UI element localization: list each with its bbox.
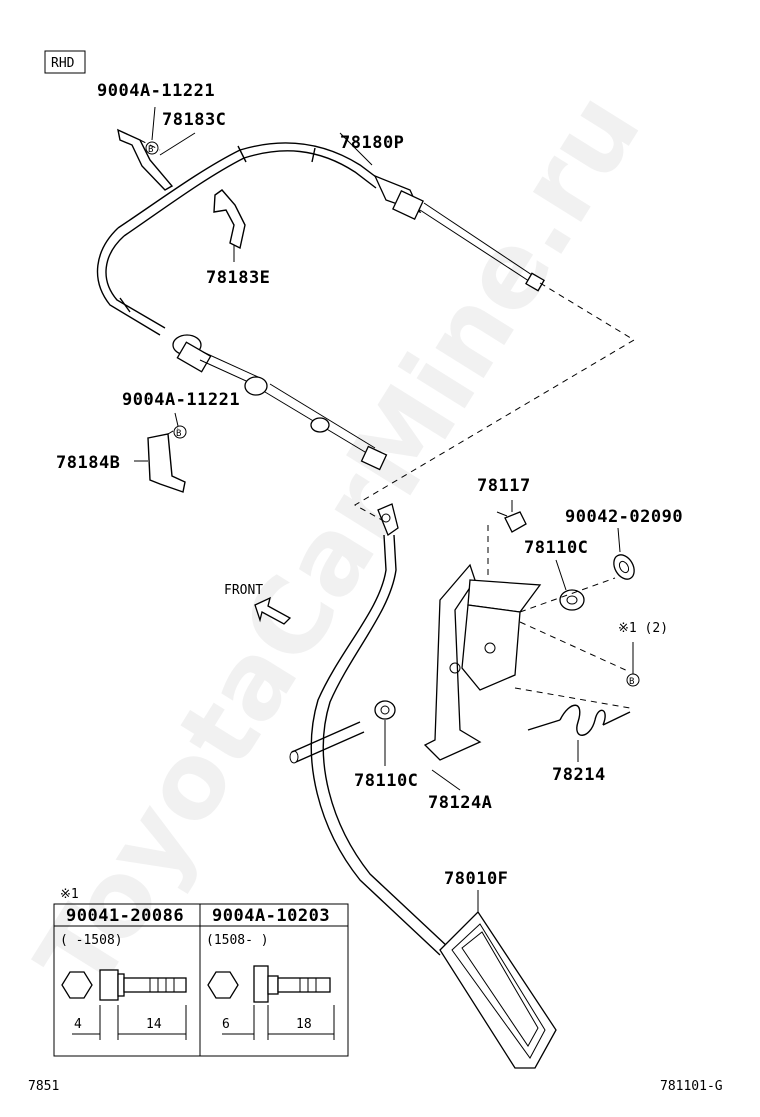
svg-text:B: B bbox=[176, 429, 181, 439]
bolt-col2-dim-shank: 18 bbox=[296, 1017, 312, 1032]
label-9004a-11221-lower: 9004A-11221 bbox=[122, 390, 240, 410]
label-78183e: 78183E bbox=[206, 268, 270, 288]
footer-right-code: 781101-G bbox=[660, 1079, 723, 1094]
front-arrow-icon bbox=[254, 596, 292, 625]
label-78117: 78117 bbox=[477, 476, 531, 496]
bushing-right-icon bbox=[559, 589, 585, 611]
svg-text:B: B bbox=[148, 145, 153, 155]
label-78180p: 78180P bbox=[340, 133, 404, 153]
bolt-table-col1-range: ( -1508) bbox=[60, 933, 123, 948]
label-9004a-11221-upper: 9004A-11221 bbox=[97, 81, 215, 101]
bracket-78184b-icon: B bbox=[147, 425, 187, 493]
label-78214: 78214 bbox=[552, 765, 606, 785]
b-marker-right: B bbox=[626, 673, 640, 687]
label-78110c-right: 78110C bbox=[524, 538, 588, 558]
label-90042-02090: 90042-02090 bbox=[565, 507, 683, 527]
nut-90042-icon bbox=[613, 554, 635, 580]
stopper-78117-icon bbox=[496, 511, 527, 533]
bolt-col1-dim-shank: 14 bbox=[146, 1017, 162, 1032]
accelerator-cable bbox=[96, 142, 545, 471]
front-label: FRONT bbox=[224, 583, 263, 598]
region-tag-label: RHD bbox=[51, 56, 75, 71]
label-78184b: 78184B bbox=[56, 453, 120, 473]
pedal-bracket-icon bbox=[423, 525, 542, 761]
bolt-table-note: ※1 bbox=[60, 887, 79, 902]
bracket-78183c-icon: B bbox=[117, 128, 174, 191]
bolt-col2-icon bbox=[207, 965, 335, 1040]
region-tag: RHD bbox=[44, 50, 86, 74]
bolt-table-col2-range: (1508- ) bbox=[206, 933, 269, 948]
pedal-arm-icon bbox=[289, 503, 449, 956]
svg-text:B: B bbox=[629, 677, 634, 687]
label-78124a: 78124A bbox=[428, 793, 492, 813]
bolt-col2-dim-head: 6 bbox=[222, 1017, 230, 1032]
label-78110c-left: 78110C bbox=[354, 771, 418, 791]
bolt-table-col1-part: 90041-20086 bbox=[66, 906, 184, 926]
bolt-table-col2-part: 9004A-10203 bbox=[212, 906, 330, 926]
label-78183c: 78183C bbox=[162, 110, 226, 130]
bolt-col1-dim-head: 4 bbox=[74, 1017, 82, 1032]
label-78010f: 78010F bbox=[444, 869, 508, 889]
footer-left-code: 7851 bbox=[28, 1079, 59, 1094]
bolt-col1-icon bbox=[61, 969, 187, 1040]
spring-78214-icon bbox=[527, 704, 631, 736]
clamp-78183e-icon bbox=[213, 189, 246, 250]
note-ref-label: ※1 (2) bbox=[618, 621, 668, 636]
bushing-left-icon bbox=[374, 700, 396, 720]
bolt-table: ※1 90041-20086 9004A-10203 ( -1508) (150… bbox=[53, 887, 349, 1057]
pedal-pad-icon bbox=[439, 910, 557, 1069]
